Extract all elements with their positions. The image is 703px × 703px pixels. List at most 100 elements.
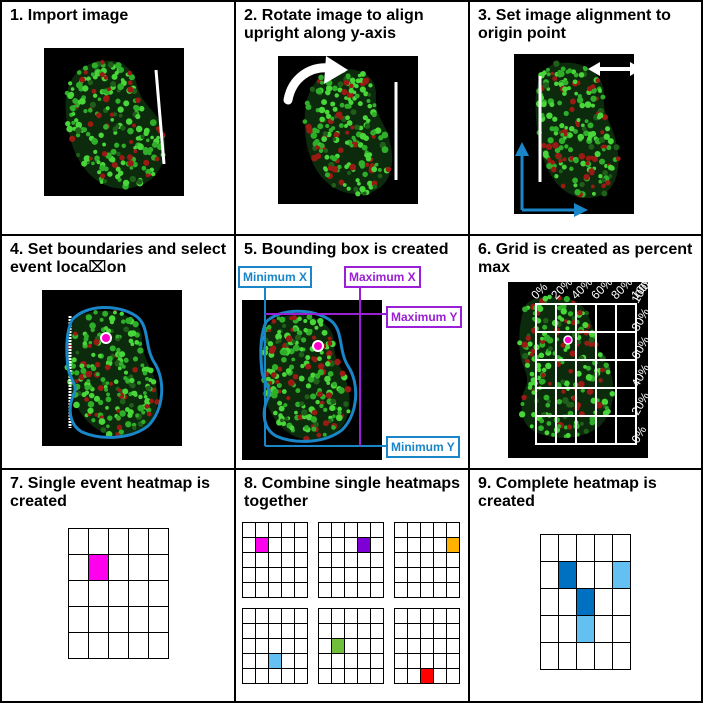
heatmap-cell xyxy=(344,522,358,538)
heatmap-cell xyxy=(268,653,282,669)
cell-dot xyxy=(111,73,118,80)
heatmap-cell xyxy=(242,522,256,538)
cell-dot xyxy=(99,317,104,322)
heatmap-cell xyxy=(242,653,256,669)
cell-dot xyxy=(309,86,315,92)
cell-dot xyxy=(359,163,365,169)
heatmap-cell xyxy=(242,638,256,654)
cell-dot xyxy=(588,168,595,175)
cell-dot xyxy=(568,132,573,138)
cell-dot xyxy=(146,411,152,417)
cell-dot xyxy=(87,121,94,127)
cell-dot xyxy=(117,177,122,182)
cell-dot xyxy=(583,173,590,181)
heatmap-cell xyxy=(331,552,345,568)
heatmap-cell xyxy=(281,567,295,583)
cell-dot xyxy=(75,81,83,89)
cell-dot xyxy=(68,81,73,86)
cell-dot xyxy=(377,173,383,179)
heatmap-cell xyxy=(255,608,269,624)
cell-dot xyxy=(123,100,130,107)
cell-dot xyxy=(125,421,132,428)
heatmap-cell xyxy=(344,623,358,639)
cell-dot xyxy=(608,174,613,178)
heatmap-cell xyxy=(255,623,269,639)
heatmap-cell xyxy=(318,552,332,568)
tissue-image xyxy=(44,48,184,196)
cell-dot xyxy=(357,101,363,107)
heatmap-cell xyxy=(344,653,358,669)
cell-dot xyxy=(123,376,128,381)
cell-dot xyxy=(556,295,562,301)
cell-dot xyxy=(115,166,121,172)
cell-dot xyxy=(100,173,106,179)
cell-dot xyxy=(311,426,317,432)
cell-dot xyxy=(110,148,117,155)
heatmap-cell xyxy=(370,582,384,598)
cell-dot xyxy=(80,367,86,373)
cell-dot xyxy=(572,79,578,85)
cell-dot xyxy=(132,123,136,128)
cell-dot xyxy=(98,418,106,425)
heatmap-cell xyxy=(242,552,256,568)
heatmap-cell xyxy=(294,638,308,654)
panel-align-origin: 3. Set image alignment to origin point xyxy=(468,0,703,236)
cell-dot xyxy=(288,364,295,370)
cell-dot xyxy=(595,78,601,83)
heatmap-cell xyxy=(407,567,421,583)
cell-dot xyxy=(123,357,129,363)
cell-dot xyxy=(101,151,108,157)
cell-dot xyxy=(603,362,610,368)
cell-dot xyxy=(137,380,141,385)
cell-dot xyxy=(355,178,360,183)
cell-dot xyxy=(573,128,578,134)
heatmap-cell xyxy=(407,608,421,624)
cell-dot xyxy=(381,146,389,154)
cell-dot xyxy=(93,149,98,154)
cell-dot xyxy=(362,115,368,121)
cell-dot xyxy=(311,127,318,134)
heatmap-cell xyxy=(370,537,384,553)
cell-dot xyxy=(557,315,562,320)
heatmap-cell xyxy=(255,668,269,684)
cell-dot xyxy=(546,67,550,72)
cell-dot xyxy=(553,131,559,136)
cell-dot xyxy=(606,144,612,151)
heatmap-cell xyxy=(318,522,332,538)
heatmap-cell xyxy=(558,561,577,589)
heatmap-cell xyxy=(281,582,295,598)
cell-dot xyxy=(317,391,323,398)
cell-dot xyxy=(271,318,277,324)
cell-dot xyxy=(344,140,349,145)
cell-dot xyxy=(120,160,126,166)
heatmap-cell xyxy=(128,528,149,555)
heatmap-cell xyxy=(612,534,631,562)
cell-dot xyxy=(551,432,556,437)
heatmap-cell xyxy=(255,552,269,568)
cell-dot xyxy=(590,184,595,189)
cell-dot xyxy=(127,70,133,76)
cell-dot xyxy=(603,133,610,140)
cell-dot xyxy=(368,83,373,88)
cell-dot xyxy=(132,356,139,362)
cell-dot xyxy=(567,311,574,317)
cell-dot xyxy=(87,407,94,414)
cell-dot xyxy=(327,340,333,346)
cell-dot xyxy=(97,170,102,175)
heatmap-cell xyxy=(407,537,421,553)
cell-dot xyxy=(135,136,141,141)
cell-dot xyxy=(609,391,615,397)
heatmap-cell xyxy=(558,534,577,562)
cell-dot xyxy=(354,124,360,130)
panel-rotate-image: 2. Rotate image to align upright along y… xyxy=(234,0,470,236)
heatmap-cell xyxy=(88,554,109,581)
cell-dot xyxy=(276,382,282,389)
cell-dot xyxy=(561,164,567,170)
cell-dot xyxy=(99,72,105,78)
cell-dot xyxy=(541,367,547,373)
cell-dot xyxy=(100,427,107,433)
cell-dot xyxy=(118,429,125,435)
cell-dot xyxy=(591,191,596,196)
cell-dot xyxy=(362,191,367,196)
cell-dot xyxy=(93,395,101,402)
